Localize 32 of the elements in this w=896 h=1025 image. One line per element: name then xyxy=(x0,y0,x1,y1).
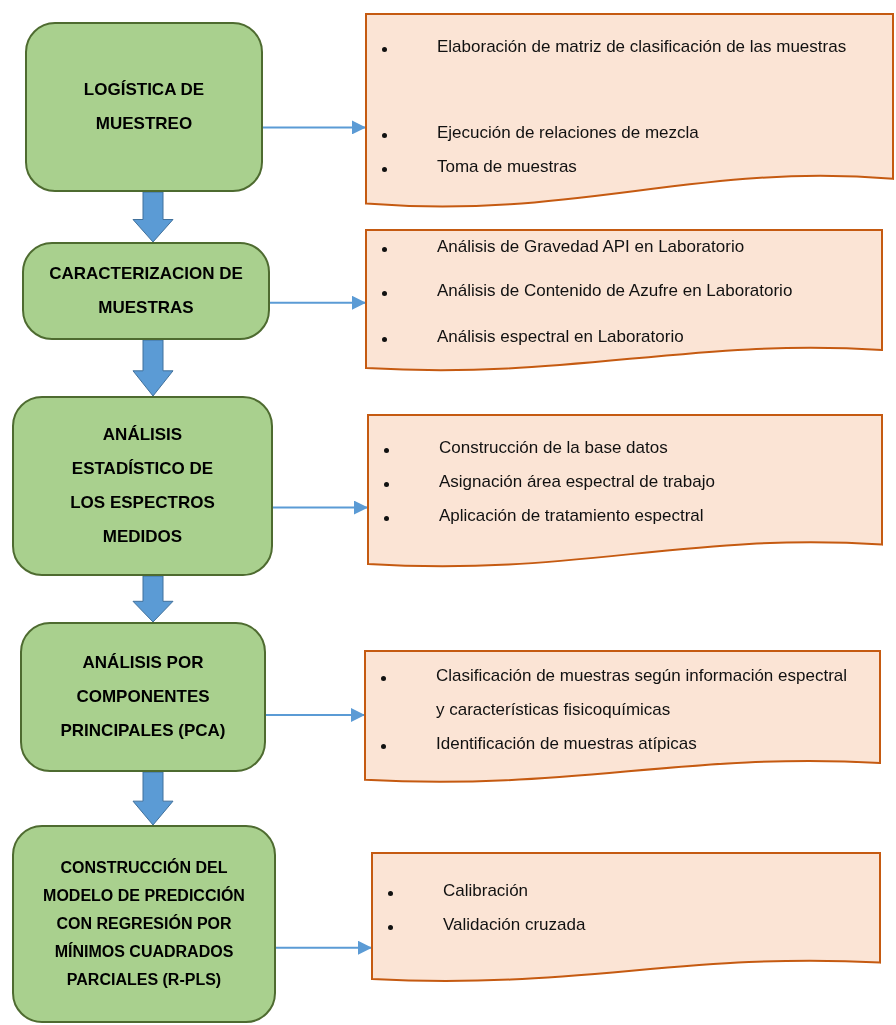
list-item: Análisis de Contenido de Azufre en Laboratorio xyxy=(437,280,794,302)
step-title: LOGÍSTICA DE MUESTREO xyxy=(82,79,206,135)
list-item: Validación cruzada xyxy=(443,914,587,936)
step-title: ANÁLISIS ESTADÍSTICO DE LOS ESPECTROS MEDIDOS xyxy=(69,424,216,548)
list-item: Construcción de la base datos xyxy=(439,437,669,459)
list-item: Toma de muestras xyxy=(437,156,578,178)
arrow xyxy=(265,708,366,722)
block-arrow xyxy=(132,575,174,623)
block-arrow xyxy=(132,771,174,826)
arrow xyxy=(262,120,367,135)
block-arrow xyxy=(132,191,174,243)
list-item: Elaboración de matriz de clasificación de las muestras xyxy=(437,36,848,58)
list-item: Clasificación de muestras según información espectral y características fisicoquímicas xyxy=(436,665,849,721)
step-title: ANÁLISIS POR COMPONENTES PRINCIPALES (PCA) xyxy=(59,652,227,742)
list-item: Asignación área espectral de trabajo xyxy=(439,471,716,493)
list-item: Ejecución de relaciones de mezcla xyxy=(437,122,700,144)
block-arrow xyxy=(132,339,174,397)
arrow xyxy=(275,940,373,955)
list-item: Análisis de Gravedad API en Laboratorio xyxy=(437,236,746,258)
step-title: CONSTRUCCIÓN DEL MODELO DE PREDICCIÓN CON REGRESIÓN POR MÍNIMOS CUADRADOS PARCIALES (R-PLS) xyxy=(42,857,246,990)
process-box xyxy=(20,622,266,772)
process-box xyxy=(22,242,270,340)
arrow xyxy=(269,295,367,310)
process-box xyxy=(12,825,276,1023)
arrow xyxy=(272,500,369,515)
step-title: CARACTERIZACION DE MUESTRAS xyxy=(48,263,244,319)
list-item: Calibración xyxy=(443,880,530,902)
process-box xyxy=(12,396,273,576)
process-box xyxy=(25,22,263,192)
list-item: Aplicación de tratamiento espectral xyxy=(439,505,705,527)
list-item: Identificación de muestras atípicas xyxy=(436,733,698,755)
list-item: Análisis espectral en Laboratorio xyxy=(437,326,685,348)
